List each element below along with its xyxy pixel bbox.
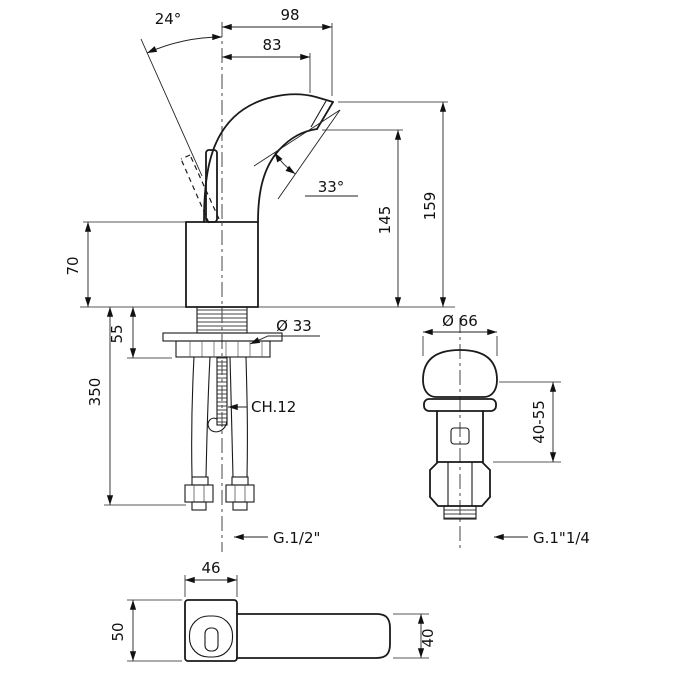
dim-lever-width: 40: [393, 613, 437, 659]
lever-tilted-edge-2: [180, 158, 210, 224]
hose-fitting-right: [225, 476, 255, 511]
dim-label: G.1"1/4: [533, 529, 590, 547]
dim-spout-reach-total: 98: [222, 6, 333, 96]
waste-overflow-slot: [450, 427, 470, 445]
dim-waste-clamp-range: 40-55: [493, 381, 561, 463]
mixer-undercounter: [162, 306, 283, 511]
top-view-body: [184, 599, 238, 662]
lever-rod: [205, 149, 218, 223]
dim-label: CH.12: [251, 398, 296, 416]
dim-label: 24°: [155, 10, 182, 28]
dim-spanner-size: CH.12: [228, 398, 296, 416]
lever-tilted-cap: [180, 154, 191, 160]
dim-label: 70: [64, 256, 82, 275]
clamp-stud: [216, 356, 228, 426]
hose-fitting-left: [184, 476, 214, 511]
waste-flange: [423, 398, 497, 412]
waste-tailpipe: [443, 505, 477, 520]
fitting-tip: [191, 501, 207, 511]
dim-top-depth: 50: [109, 599, 182, 662]
mixer-top-view: [184, 599, 391, 662]
dim-outlet-height: 145: [322, 129, 403, 307]
dim-top-width: 46: [184, 559, 238, 597]
locknut-outline: [429, 461, 491, 507]
waste-dimensions: Ø 66 40-55 G.1"1/4: [422, 312, 590, 547]
top-view-lever: [236, 613, 391, 659]
angle-line-2: [277, 109, 341, 200]
dim-label: 55: [108, 324, 126, 343]
dim-label: 46: [201, 559, 220, 577]
mixer-dimensions: 24° 98 83 33° 145: [64, 6, 455, 547]
dim-label: 40-55: [530, 400, 548, 444]
dim-label: Ø 66: [442, 312, 478, 330]
lever-tilted-edge-1: [189, 154, 220, 220]
mixer-lever: [180, 149, 220, 224]
dim-hose-thread: G.1/2": [234, 529, 320, 547]
top-view-cap: [188, 615, 234, 658]
dim-label: 159: [421, 192, 439, 221]
waste-locknut: [429, 461, 491, 507]
dim-label: 145: [376, 206, 394, 235]
threaded-shank: [196, 306, 248, 334]
dim-label: G.1/2": [273, 529, 320, 547]
dim-body-height: 70: [64, 221, 186, 307]
top-view-outlet: [204, 627, 219, 652]
angle-arc: [274, 152, 296, 175]
dim-label: 33°: [318, 178, 345, 196]
clamp-stud-hook: [207, 417, 228, 433]
dim-waste-diameter: Ø 66: [422, 312, 498, 356]
dim-label: 98: [280, 6, 299, 24]
waste-dome-cap: [422, 349, 498, 398]
top-view-dimensions: 46 50 40: [109, 559, 437, 662]
dim-hose-length: 350: [86, 307, 186, 506]
dim-waste-thread: G.1"1/4: [494, 529, 590, 547]
spout-aerator-line: [310, 100, 327, 128]
mixer-front-view: [162, 22, 334, 552]
dim-spout-angle: 33°: [253, 109, 358, 200]
leader-line: [249, 335, 320, 345]
angle-arc: [146, 33, 223, 54]
angle-reference-line: [140, 38, 203, 177]
dim-handle-angle: 24°: [140, 10, 223, 177]
spout-outlet-face: [316, 101, 334, 130]
dim-label: 350: [86, 378, 104, 407]
dim-total-height: 159: [338, 101, 448, 307]
dim-label: 83: [262, 36, 281, 54]
waste-body: [436, 410, 484, 463]
dim-label: 50: [109, 622, 127, 641]
angle-line-1: [253, 109, 341, 167]
dim-spout-reach: 83: [222, 36, 311, 93]
dim-label: Ø 33: [276, 317, 312, 335]
tailpipe-thread: [443, 505, 477, 520]
waste-assembly-view: [422, 318, 498, 548]
dim-shank-diameter: Ø 33: [249, 317, 320, 345]
dim-label: 40: [419, 628, 437, 647]
fitting-tip: [232, 501, 248, 511]
